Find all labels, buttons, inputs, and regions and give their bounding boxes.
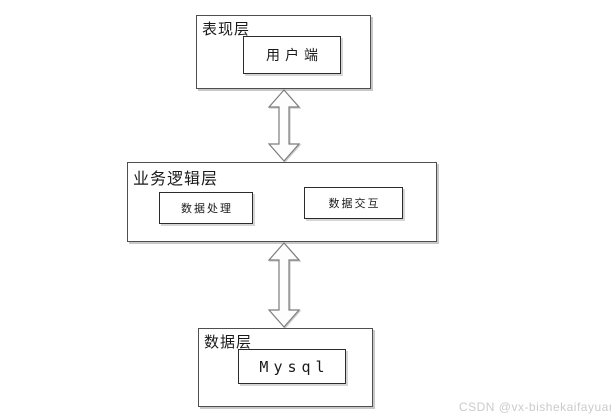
node-client: 用户端 [243,36,341,74]
node-mysql: Mysql [238,349,346,384]
layer-data-label: 数据层 [204,334,253,351]
double-arrow-vertical-icon [268,89,301,162]
node-mysql-label: Mysql [259,357,330,376]
double-arrow-vertical-icon [268,242,301,328]
node-data-exchange-label: 数据交互 [328,198,381,210]
layer-business: 业务逻辑层 数据处理 数据交互 [127,162,437,242]
node-data-process-label: 数据处理 [181,203,233,215]
node-data-exchange: 数据交互 [304,187,403,219]
layer-data: 数据层 Mysql [198,328,373,407]
layer-presentation: 表现层 用户端 [196,15,371,89]
layer-business-label: 业务逻辑层 [133,171,219,188]
node-data-process: 数据处理 [159,192,253,224]
layer-presentation-label: 表现层 [202,21,251,38]
node-client-label: 用户端 [266,47,323,63]
watermark: CSDN @vx-bishekaifayuan [458,400,611,414]
